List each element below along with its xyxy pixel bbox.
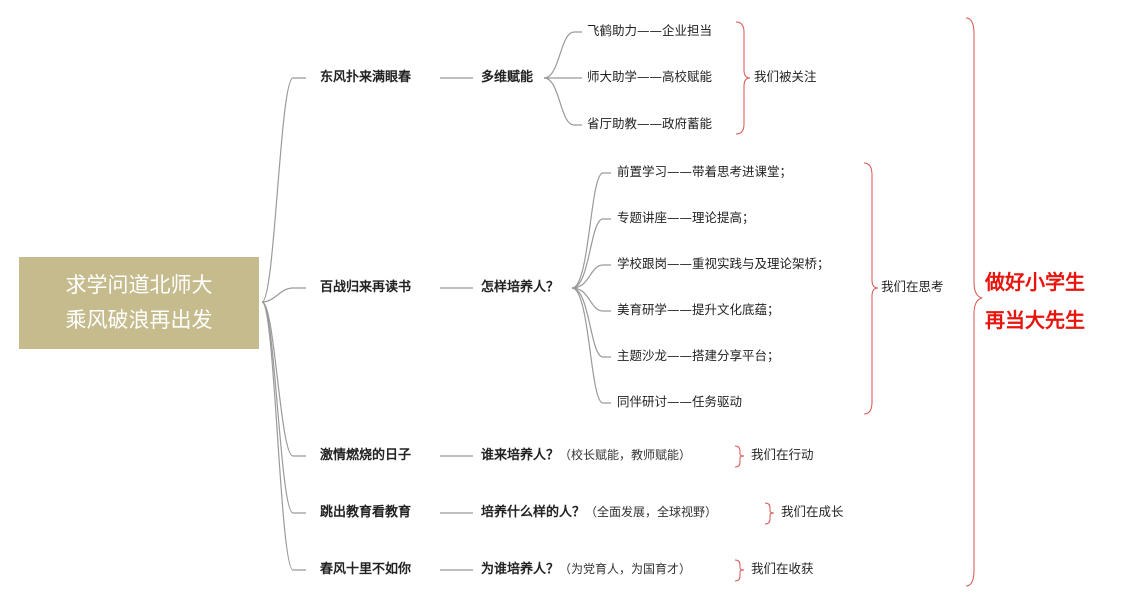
connector-topic2-item5 (571, 287, 611, 358)
branch-5-note: （为党育人，为国育才） (559, 562, 692, 576)
conclusion-line-2[interactable]: 再当大先生 (985, 308, 1085, 332)
branch-1-item-3[interactable]: 省厅助教——政府蓄能 (587, 116, 713, 131)
connector-topic1-item1 (543, 31, 582, 79)
branch-1-label[interactable]: 东风扑来满眼春 (320, 70, 412, 85)
connector-root-branch-1 (261, 77, 306, 303)
branch-3-tag[interactable]: 我们在行动 (751, 447, 814, 462)
brace-overall (965, 17, 983, 587)
branch-3-topic[interactable]: 谁来培养人？（校长赋能，教师赋能） (481, 449, 691, 462)
branch-4-label[interactable]: 跳出教育看教育 (320, 505, 412, 520)
root-title-line-2: 乘风破浪再出发 (65, 308, 213, 332)
connector-topic2-item6 (571, 287, 611, 404)
branch-1-tag[interactable]: 我们被关注 (754, 69, 817, 84)
branch-4-note: （全面发展，全球视野） (585, 505, 718, 519)
branch-5-topic-text: 为谁培养人？ (481, 562, 560, 577)
branch-1-topic[interactable]: 多维赋能 (481, 70, 534, 85)
branch-1-item-2[interactable]: 师大助学——高校赋能 (587, 69, 713, 84)
branch-2-item-6[interactable]: 同伴研讨——任务驱动 (617, 394, 743, 409)
brace-branch-1 (735, 21, 751, 135)
branch-2-item-5[interactable]: 主题沙龙——搭建分享平台； (617, 348, 780, 363)
branch-4-topic[interactable]: 培养什么样的人？（全面发展，全球视野） (481, 506, 717, 519)
branch-2-tag[interactable]: 我们在思考 (881, 279, 944, 294)
branch-2-item-3[interactable]: 学校跟岗——重视实践与及理论架桥； (617, 256, 830, 271)
branch-3-note: （校长赋能，教师赋能） (559, 448, 692, 462)
brace-branch-4 (764, 502, 775, 525)
root-title-line-1: 求学问道北师大 (65, 273, 213, 297)
connector-root-branch-4 (261, 301, 306, 514)
brace-branch-5 (734, 559, 745, 582)
root-node[interactable]: 求学问道北师大 乘风破浪再出发 (19, 257, 259, 349)
brace-branch-2 (863, 162, 879, 415)
branch-2-item-1[interactable]: 前置学习——带着思考进课堂； (617, 164, 793, 179)
branch-2-label[interactable]: 百战归来再读书 (320, 280, 412, 295)
connector-topic2-item3 (571, 264, 611, 289)
connector-root-branch-2 (261, 287, 306, 303)
connector-topic2-item1 (571, 172, 611, 289)
branch-4-tag[interactable]: 我们在成长 (781, 504, 844, 519)
branch-5-topic[interactable]: 为谁培养人？（为党育人，为国育才） (481, 563, 691, 576)
branch-5-tag[interactable]: 我们在收获 (751, 561, 814, 576)
branch-2-item-2[interactable]: 专题讲座——理论提高； (617, 210, 755, 225)
branch-2-topic[interactable]: 怎样培养人？ (481, 280, 560, 295)
connector-root-branch-5 (261, 301, 306, 571)
connector-topic2-item4 (571, 287, 611, 312)
branch-3-topic-text: 谁来培养人？ (481, 448, 560, 463)
branch-2-item-4[interactable]: 美育研学——提升文化底蕴； (617, 302, 780, 317)
branch-4-topic-text: 培养什么样的人？ (481, 505, 586, 520)
connector-root-branch-3 (261, 301, 306, 457)
connector-topic2-item2 (571, 218, 611, 289)
brace-branch-3 (734, 445, 745, 468)
branch-3-label[interactable]: 激情燃烧的日子 (320, 448, 412, 463)
branch-5-label[interactable]: 春风十里不如你 (320, 562, 412, 577)
branch-1-item-1[interactable]: 飞鹤助力——企业担当 (587, 23, 713, 38)
conclusion-line-1[interactable]: 做好小学生 (985, 270, 1085, 294)
connector-topic1-item3 (543, 77, 582, 126)
